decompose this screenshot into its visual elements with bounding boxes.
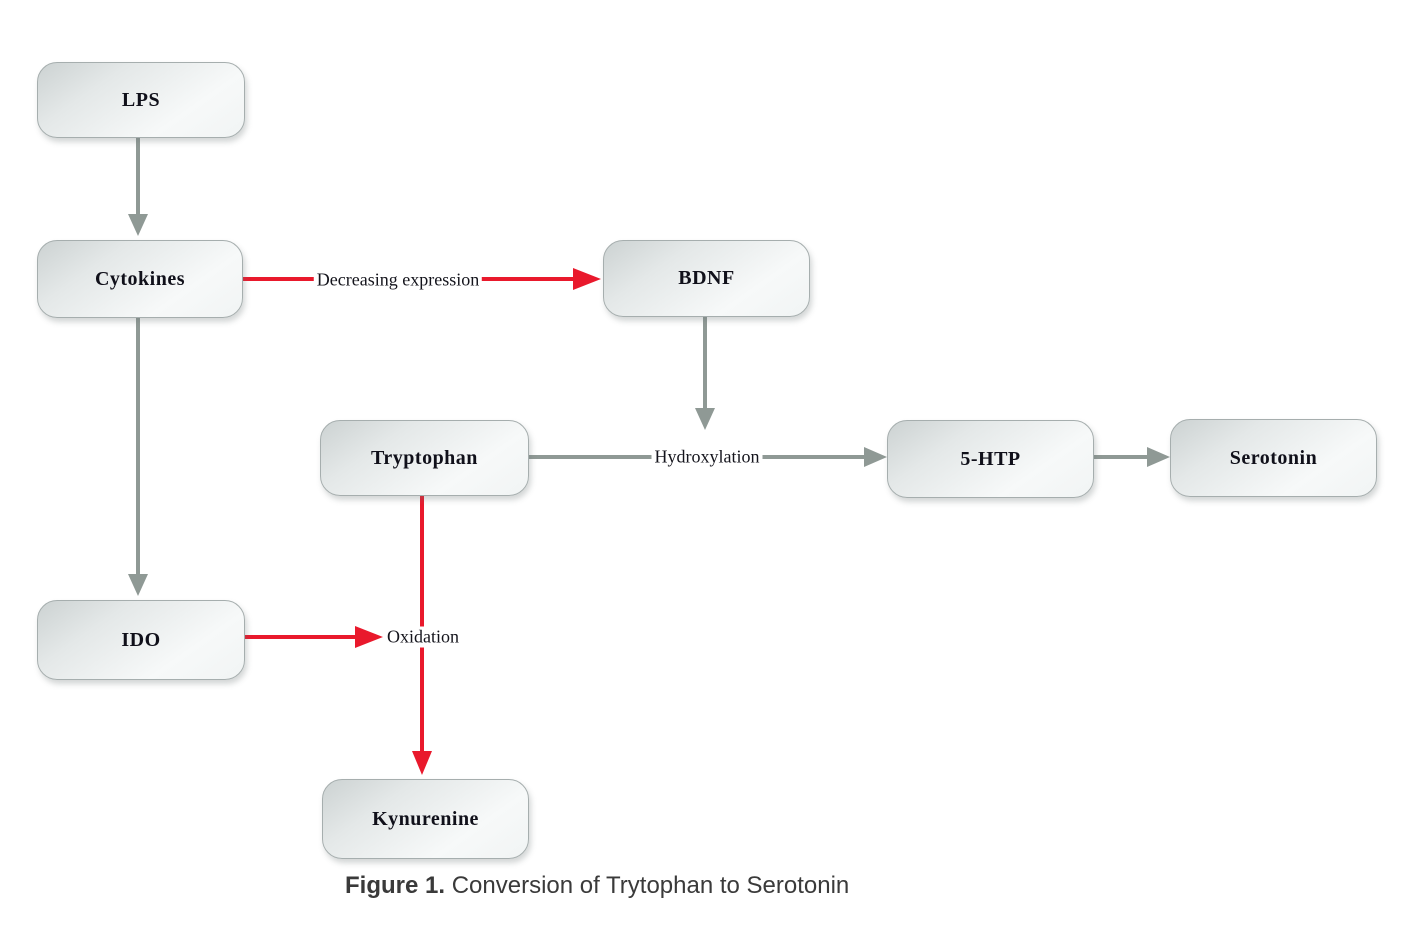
edge-label-oxidation: Oxidation bbox=[384, 626, 462, 648]
node-tryptophan-label: Tryptophan bbox=[371, 446, 478, 469]
node-kynurenine-label: Kynurenine bbox=[372, 807, 479, 830]
node-lps-label: LPS bbox=[121, 88, 161, 111]
edge-label-hydroxylation: Hydroxylation bbox=[651, 446, 763, 468]
node-ido-label: IDO bbox=[121, 628, 161, 651]
node-bdnf: BDNF bbox=[603, 240, 810, 317]
arrow-ido-to-oxidation-line bbox=[243, 635, 355, 639]
arrow-bdnf-to-hydroxylation-head-icon bbox=[695, 408, 715, 430]
arrow-lps-to-cytokines-head-icon bbox=[128, 214, 148, 236]
arrow-cytokines-to-bdnf-head-icon bbox=[573, 268, 601, 290]
edge-label-decreasing-expression: Decreasing expression bbox=[313, 269, 483, 291]
arrow-5htp-to-serotonin-head-icon bbox=[1147, 447, 1170, 467]
figure-caption-number: Figure 1. bbox=[345, 872, 446, 899]
arrow-tryptophan-to-kynurenine-line bbox=[420, 494, 424, 751]
arrow-ido-to-oxidation-head-icon bbox=[355, 626, 383, 648]
node-kynurenine: Kynurenine bbox=[322, 779, 529, 859]
node-lps: LPS bbox=[37, 62, 245, 138]
arrow-bdnf-to-hydroxylation-line bbox=[703, 316, 707, 408]
figure-caption: Figure 1. Conversion of Trytophan to Ser… bbox=[345, 872, 849, 900]
arrow-cytokines-to-ido-line bbox=[136, 318, 140, 574]
arrow-tryptophan-to-5htp-head-icon bbox=[864, 447, 887, 467]
node-5htp-label: 5-HTP bbox=[960, 447, 1021, 470]
node-ido: IDO bbox=[37, 600, 245, 680]
node-cytokines: Cytokines bbox=[37, 240, 243, 318]
figure-caption-text: Conversion of Trytophan to Serotonin bbox=[445, 872, 850, 899]
arrow-5htp-to-serotonin-line bbox=[1092, 455, 1147, 459]
node-serotonin: Serotonin bbox=[1170, 419, 1377, 497]
node-bdnf-label: BDNF bbox=[678, 267, 735, 289]
node-cytokines-label: Cytokines bbox=[94, 267, 186, 290]
arrow-lps-to-cytokines-line bbox=[136, 136, 140, 214]
arrow-tryptophan-to-kynurenine-head-icon bbox=[412, 751, 432, 775]
node-serotonin-label: Serotonin bbox=[1229, 446, 1318, 469]
node-5htp: 5-HTP bbox=[887, 420, 1094, 498]
node-tryptophan: Tryptophan bbox=[320, 420, 529, 496]
arrow-cytokines-to-ido-head-icon bbox=[128, 574, 148, 596]
